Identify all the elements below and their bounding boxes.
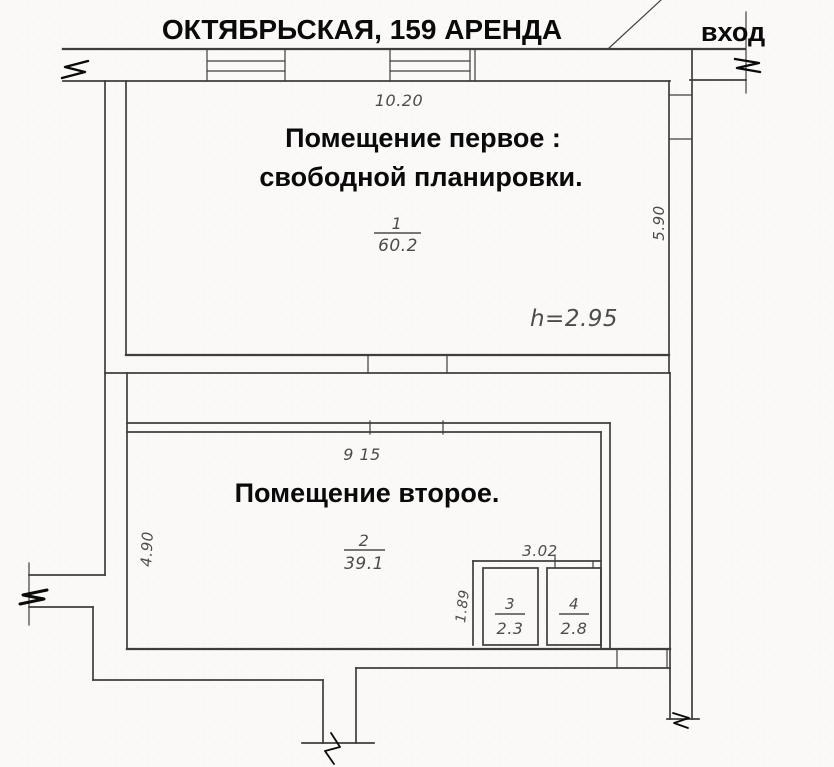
room1-label-line2: свободной планировки. (259, 162, 582, 192)
small-rooms-walls (472, 554, 602, 646)
small-rooms-width-dimension: 3.02 (522, 542, 557, 560)
room3-side-dimension: 1.89 (453, 589, 473, 624)
room1-ceiling-height: h=2.95 (530, 306, 618, 332)
room2-walls (125, 372, 672, 720)
room3-area: 2.3 (497, 619, 524, 638)
room2-area: 39.1 (344, 554, 384, 574)
break-mark-bottom-right-icon (672, 712, 690, 729)
room1-number: 1 (392, 214, 403, 233)
window-symbol-left-icon (206, 48, 286, 82)
room2-width-dimension: 9 15 (343, 445, 381, 464)
room4-number: 4 (569, 595, 579, 613)
break-mark-top-left-icon (60, 59, 90, 80)
outer-walls (28, 47, 747, 744)
room2-number: 2 (359, 531, 370, 550)
room1-area: 60.2 (378, 236, 418, 256)
break-mark-top-right-icon (733, 57, 762, 74)
room3-number: 3 (505, 595, 515, 613)
page-title: ОКТЯБРЬСКАЯ, 159 АРЕНДА (162, 14, 562, 45)
break-mark-bottom-center-icon (324, 732, 341, 765)
entrance-leader-line (607, 0, 662, 50)
break-mark-left-stub-icon (18, 588, 49, 606)
window-symbol-right-icon (389, 48, 476, 82)
room1-width-dimension: 10.20 (375, 91, 423, 110)
room3-box (482, 567, 539, 646)
room2-label: Помещение второе. (235, 478, 500, 508)
entrance-label: вход (701, 17, 765, 47)
room4-box (546, 567, 602, 646)
room4-area: 2.8 (561, 619, 588, 638)
room1-side-dimension: 5.90 (650, 205, 668, 240)
room2-side-dimension: 4.90 (137, 531, 157, 567)
room1-label-line1: Помещение первое : (285, 123, 561, 153)
room1-walls (104, 80, 693, 374)
